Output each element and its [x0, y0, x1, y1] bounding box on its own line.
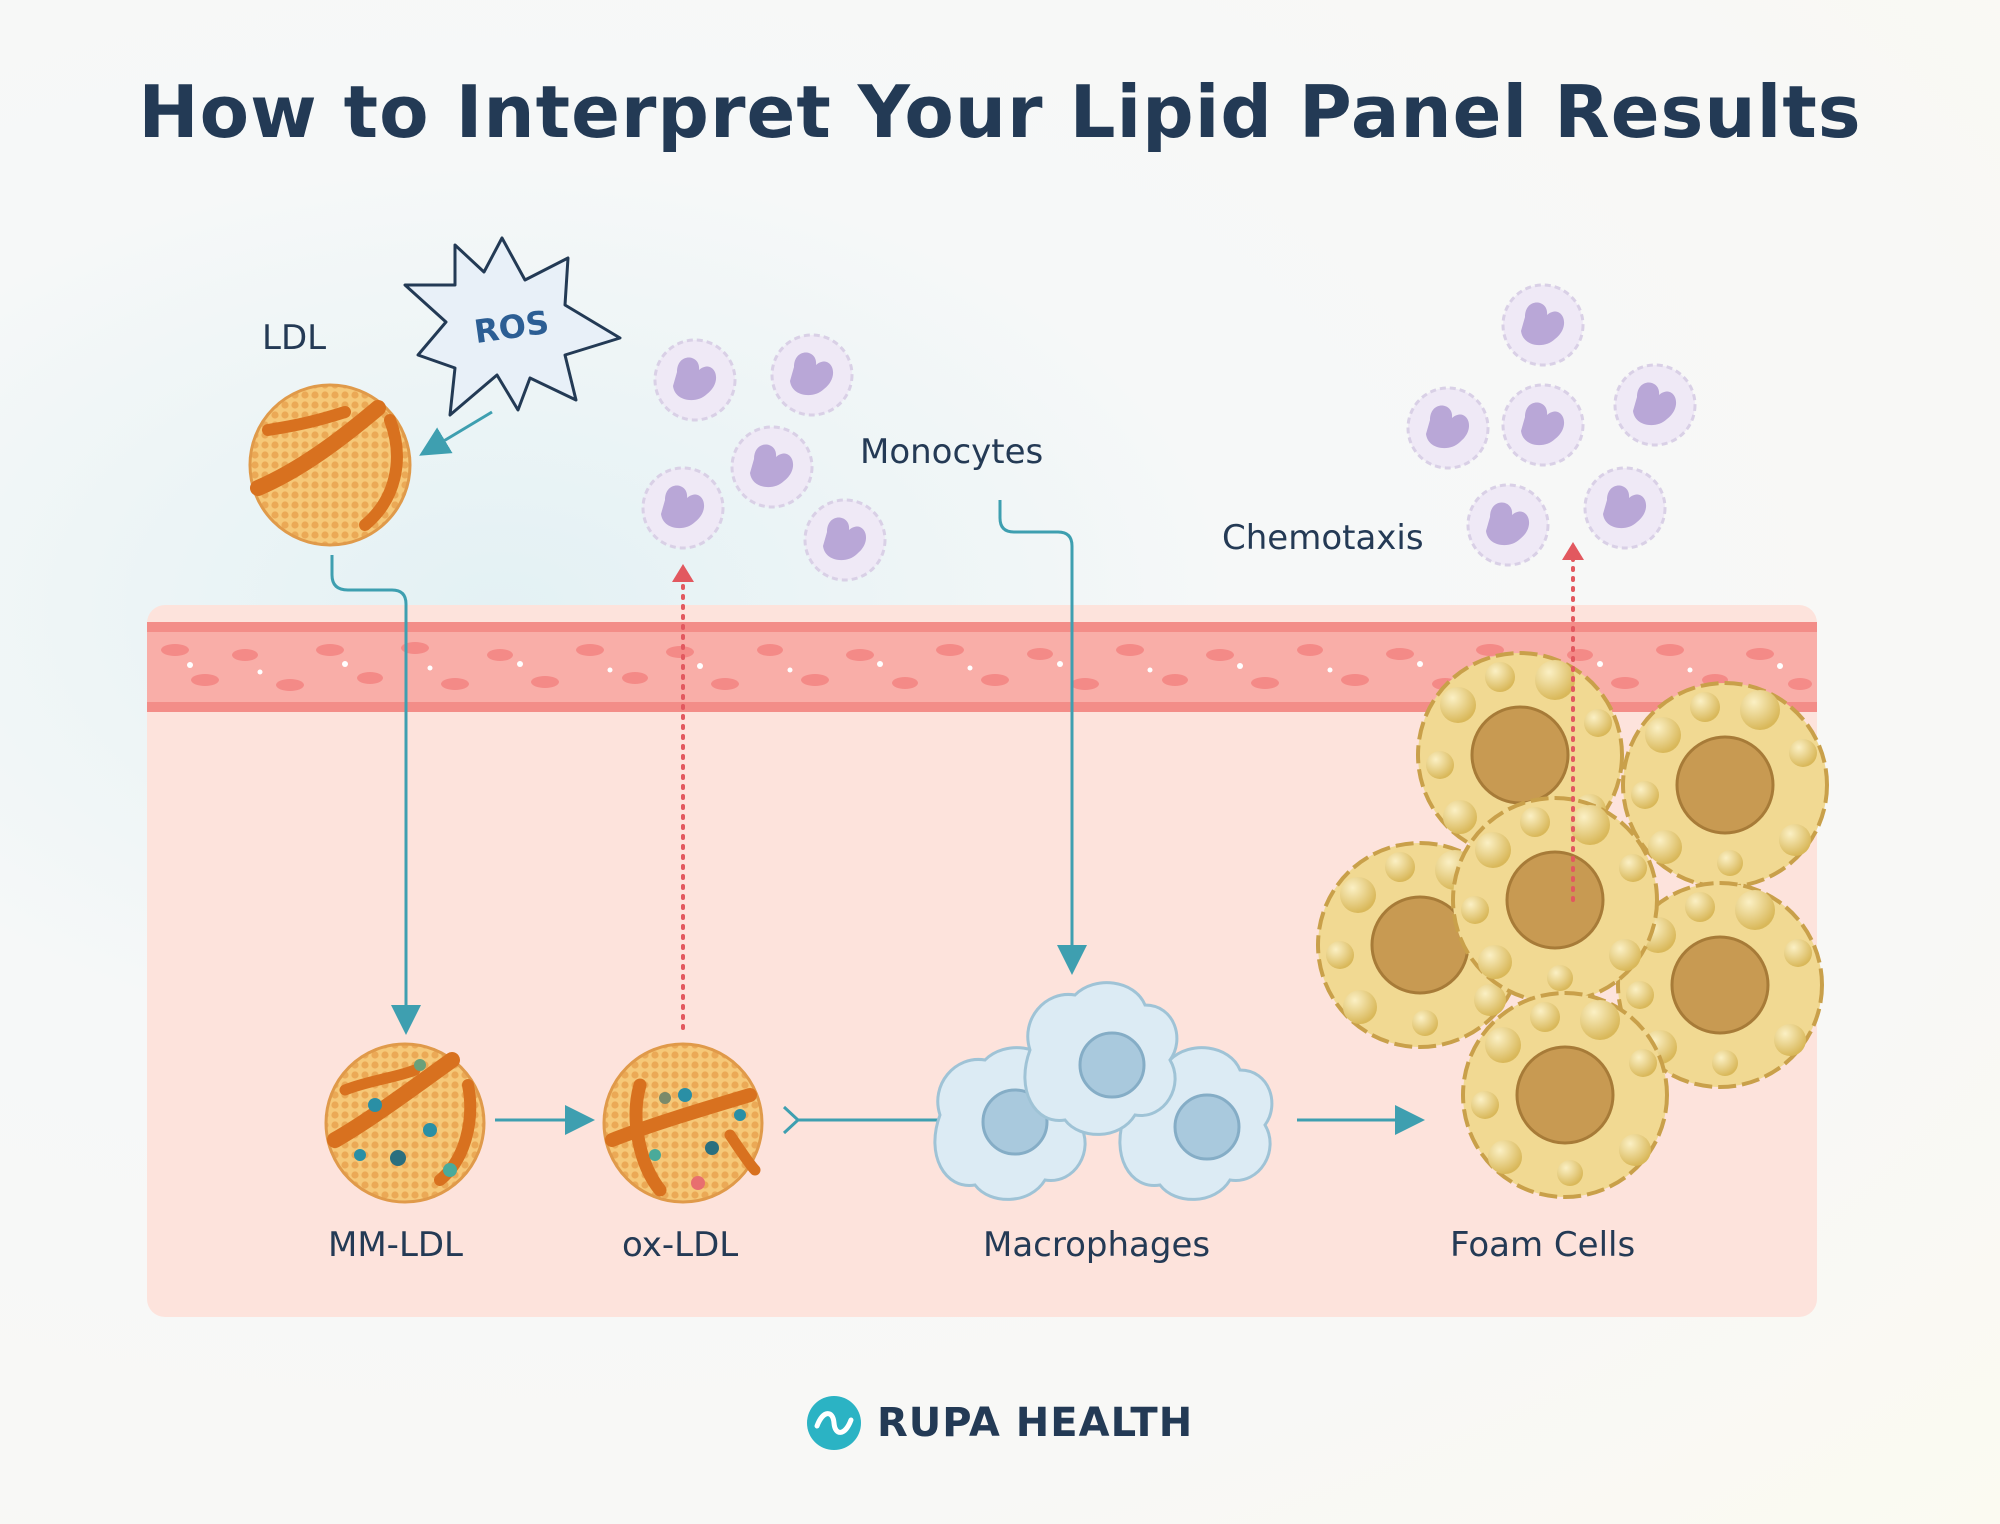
monocyte-icon — [1406, 386, 1490, 470]
ros-starburst-icon — [403, 236, 622, 417]
monocytes-label: Monocytes — [860, 432, 1044, 472]
ldl-to-mm-ldl-arrow — [330, 555, 421, 1035]
mm-ldl-particle-icon — [324, 1042, 486, 1204]
ox-ldl-particle-icon — [602, 1042, 764, 1204]
monocyte-icon — [770, 333, 854, 417]
mm-ldl-label: MM-LDL — [328, 1225, 464, 1265]
chemotaxis-label: Chemotaxis — [1222, 518, 1424, 558]
monocyte-icon — [1501, 383, 1585, 467]
monocyte-cluster-right — [1406, 283, 1697, 567]
brand-name: RUPA HEALTH — [877, 1400, 1194, 1446]
monocyte-icon — [1501, 283, 1585, 367]
monocyte-icon — [1583, 466, 1667, 550]
monocyte-icon — [1466, 483, 1550, 567]
ox-ldl-chemotaxis-arrowhead — [672, 564, 694, 582]
monocytes-to-macrophages-arrow — [998, 500, 1087, 975]
macrophage-cluster — [933, 981, 1274, 1201]
ldl-particle-icon — [248, 383, 412, 547]
ros-to-ldl-arrow — [419, 410, 493, 456]
ox-ldl-label: ox-LDL — [622, 1225, 739, 1265]
monocyte-icon — [730, 425, 814, 509]
page-title: How to Interpret Your Lipid Panel Result… — [138, 70, 1862, 154]
foam-cell-icon — [1451, 796, 1659, 1004]
monocyte-icon — [653, 338, 737, 422]
monocyte-icon — [641, 466, 725, 550]
brand-logo: RUPA HEALTH — [805, 1393, 1193, 1453]
monocyte-cluster-left — [641, 333, 887, 582]
foam-cell-icon — [1621, 681, 1829, 889]
foam-cells-label: Foam Cells — [1450, 1225, 1636, 1265]
foam-cell-chemotaxis-arrowhead — [1562, 542, 1584, 560]
macrophage-icon — [1023, 981, 1179, 1136]
foam-cell-cluster — [1316, 651, 1829, 1199]
ldl-label: LDL — [262, 318, 327, 358]
rupa-health-logo-icon — [807, 1396, 861, 1450]
foam-cell-icon — [1461, 991, 1669, 1199]
foam-cell-icon — [1616, 881, 1824, 1089]
macrophages-label: Macrophages — [983, 1225, 1211, 1265]
monocyte-icon — [803, 498, 887, 582]
monocyte-icon — [1613, 363, 1697, 447]
ox-ldl-to-macrophage-connector — [782, 1105, 801, 1135]
